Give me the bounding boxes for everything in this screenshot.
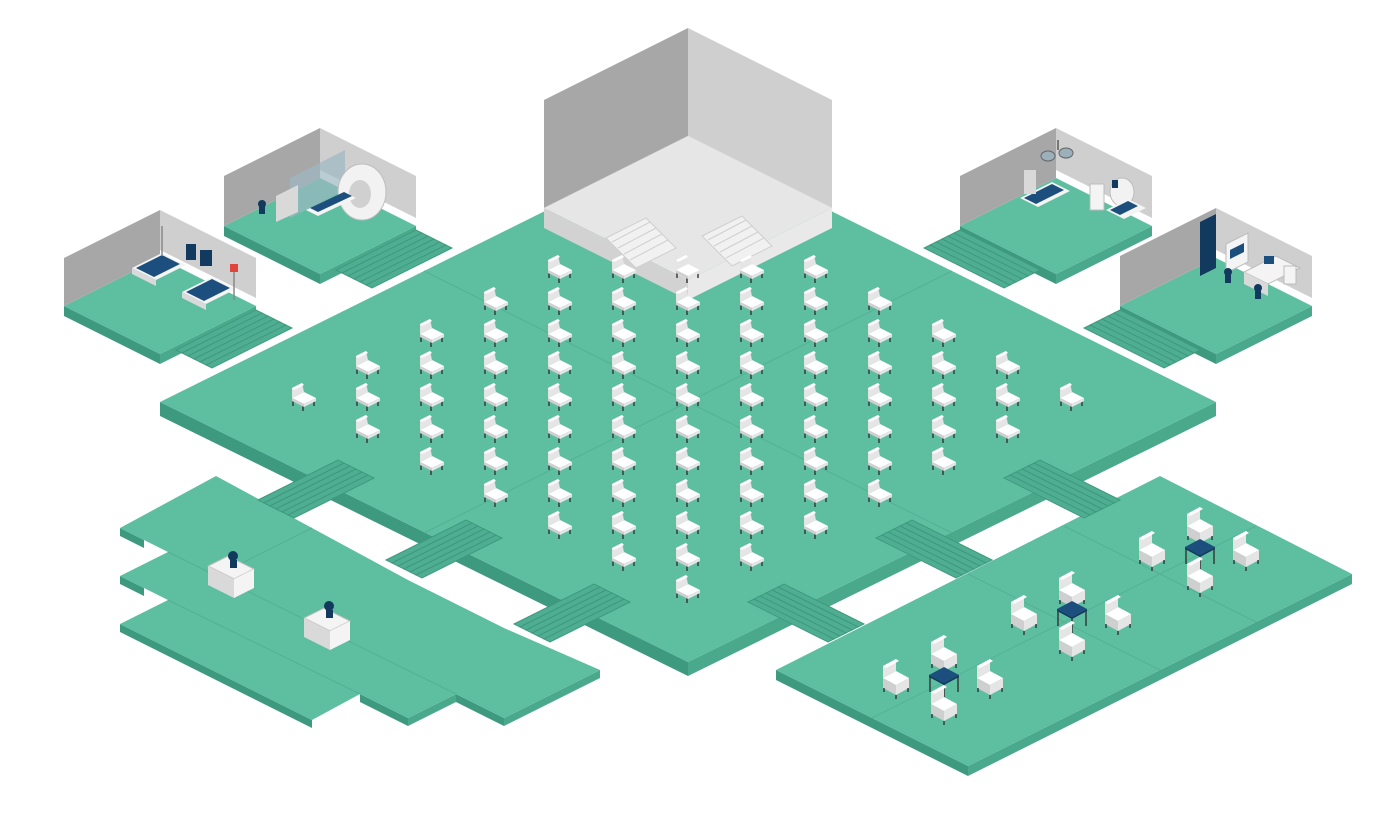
laboratory-room[interactable] bbox=[1120, 208, 1312, 364]
surgical-light-icon bbox=[1020, 140, 1146, 219]
stage-stairs-right[interactable] bbox=[701, 215, 773, 267]
reception-desk-icon bbox=[206, 551, 352, 650]
mri-scanner-icon bbox=[258, 150, 387, 222]
stage-stairs-left[interactable] bbox=[605, 217, 677, 269]
registration-area[interactable] bbox=[120, 476, 600, 728]
hospital-bed-icon bbox=[132, 226, 238, 310]
patient-ward-room[interactable] bbox=[64, 210, 256, 364]
lab-analyzer-icon bbox=[1200, 214, 1302, 299]
operating-room[interactable] bbox=[960, 128, 1152, 284]
stage[interactable] bbox=[544, 28, 832, 300]
